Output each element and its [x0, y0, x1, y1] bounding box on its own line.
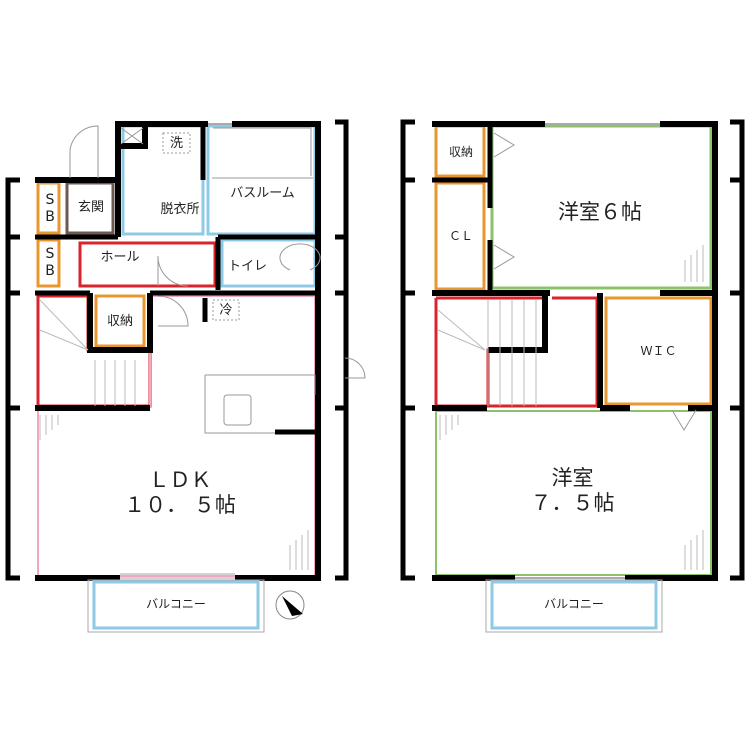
room-label-hall: ホール — [100, 250, 140, 265]
room-label-storage2: 収納 — [448, 145, 473, 159]
room-label-sb2: S B — [45, 246, 55, 279]
room-label-wic: ＷＩＣ — [640, 344, 677, 358]
floor1-plan — [5, 119, 366, 633]
room-label-sen: 洗 — [169, 136, 183, 151]
room-label-genkan: 玄関 — [77, 200, 104, 215]
room-label-western75: 洋室 ７．５帖 — [530, 466, 615, 516]
room-label-cl: ＣＬ — [448, 229, 473, 243]
room-label-fridge: 冷 — [219, 303, 233, 318]
room-label-bathroom: バスルーム — [230, 186, 295, 201]
room-label-ldk: ＬＤＫ １０． ５帖 — [124, 468, 236, 518]
room-label-toilet: トイレ — [227, 259, 267, 274]
room-label-balcony1: バルコニー — [146, 597, 206, 611]
room-label-balcony2: バルコニー — [544, 597, 604, 611]
room-label-storage1: 収納 — [106, 314, 133, 329]
room-label-western6: 洋室６帖 — [558, 200, 642, 224]
room-label-sb1: S B — [45, 192, 55, 225]
floor2-plan — [400, 119, 745, 633]
room-label-datsuijo: 脱衣所 — [160, 202, 200, 217]
